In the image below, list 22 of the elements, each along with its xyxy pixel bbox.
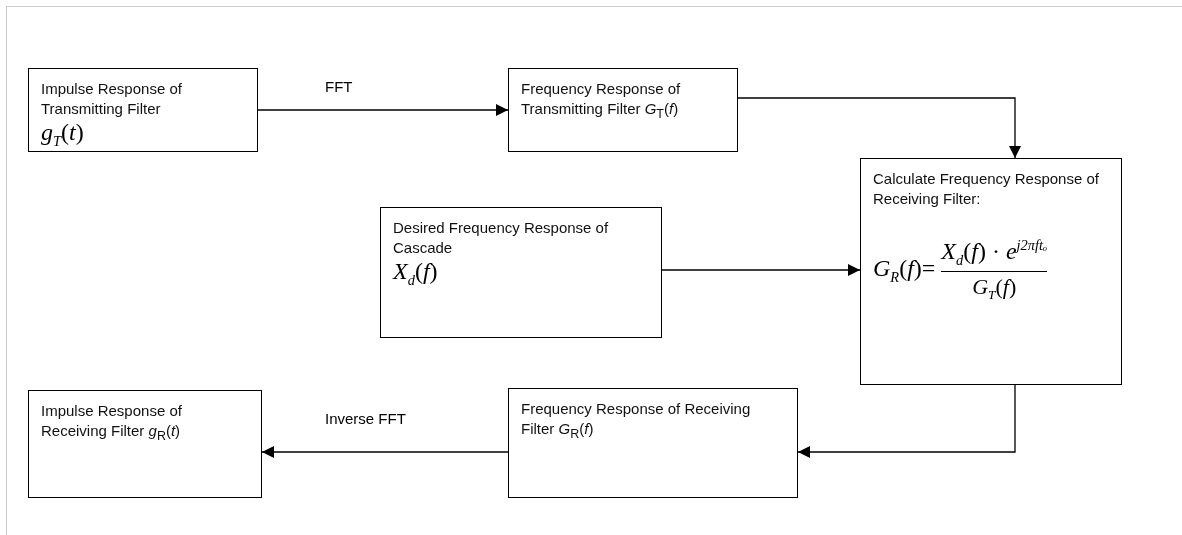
formula-numerator: X$_{d}$(f) · e$^{j2πftₒ}$ <box>941 237 1048 269</box>
process-box <box>28 390 262 498</box>
process-box <box>508 388 798 498</box>
formula: g$_{T}$(t) <box>41 119 85 150</box>
formula: X$_{d}$(f) <box>393 258 439 289</box>
formula-denominator: G$_{T}$(f) <box>972 274 1017 304</box>
box-text: Impulse Response of Transmitting Filter <box>41 79 183 119</box>
process-box <box>28 68 258 152</box>
box-heading: Calculate Frequency Response of Receiving Filter: <box>873 169 1100 209</box>
box-text: Desired Frequency Response of Cascade <box>393 218 610 258</box>
process-box <box>508 68 738 152</box>
box-text: Frequency Response of Transmitting Filter G$_{T}$(f) <box>521 79 682 123</box>
arrow <box>261 446 509 458</box>
box-text: Impulse Response of Receiving Filter g$_{R}$(t) <box>41 401 183 445</box>
box-text: Frequency Response of Receiving Filter G$_{R}$(f) <box>521 399 752 443</box>
arrow <box>737 97 1021 159</box>
process-box <box>380 207 662 338</box>
arrow <box>257 104 509 116</box>
arrow <box>797 384 1016 458</box>
process-box <box>860 158 1122 385</box>
arrow <box>661 264 861 276</box>
formula-lhs: G$_{R}$(f)= <box>873 254 936 286</box>
